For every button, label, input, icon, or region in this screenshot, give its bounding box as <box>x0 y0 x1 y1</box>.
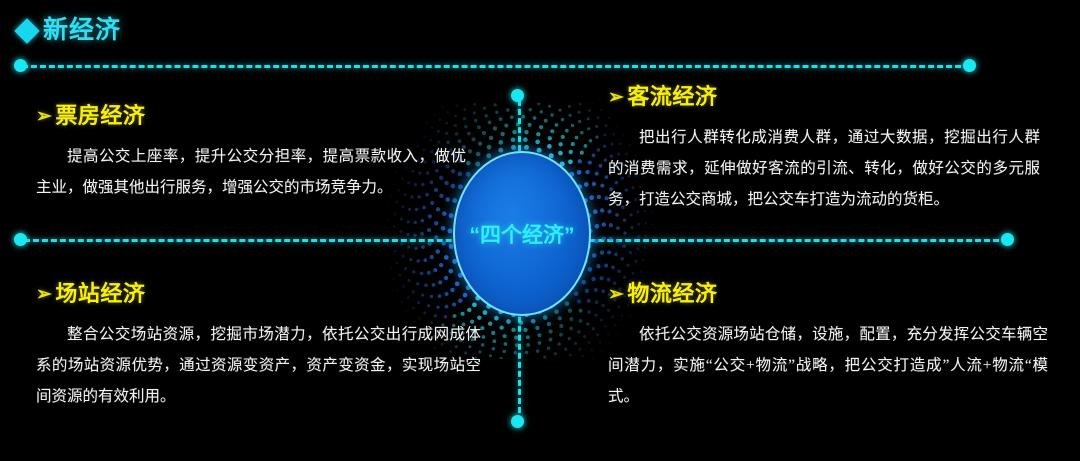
divider-node-top-left <box>14 59 27 72</box>
block-changzhan-title: ➢ 场站经济 <box>36 283 481 305</box>
block-wuliu-title-text: 物流经济 <box>627 281 718 306</box>
divider-node-bottom-center <box>511 415 524 428</box>
page-header: 新经济 <box>14 16 122 44</box>
block-wuliu: ➢ 物流经济 依托公交资源场站仓储，设施，配置，充分发挥公交车辆空间潜力，实施“… <box>608 283 1048 412</box>
center-graphic: “四个经济” <box>382 103 658 359</box>
divider-node-mid-left <box>14 233 27 246</box>
block-keliu-title: ➢ 客流经济 <box>608 86 1040 108</box>
block-piaofang-body: 提高公交上座率，提升公交分担率，提高票款收入，做优主业，做强其他出行服务，增强公… <box>36 148 466 196</box>
diamond-icon <box>14 17 40 44</box>
block-keliu: ➢ 客流经济 把出行人群转化成消费人群，通过大数据，挖掘出行人群的消费需求，延伸… <box>608 86 1040 215</box>
block-wuliu-title: ➢ 物流经济 <box>608 283 1048 305</box>
center-ellipse: “四个经济” <box>453 151 591 316</box>
arrow-bullet-icon: ➢ <box>608 284 625 305</box>
block-keliu-body: 把出行人群转化成消费人群，通过大数据，挖掘出行人群的消费需求，延伸做好客流的引流… <box>608 129 1040 208</box>
page-title: 新经济 <box>43 16 122 44</box>
divider-node-top-center <box>511 89 524 102</box>
halftone-halo-icon <box>385 103 655 359</box>
block-wuliu-body: 依托公交资源场站仓储，设施，配置，充分发挥公交车辆空间潜力，实施“公交+物流”战… <box>608 326 1048 405</box>
block-piaofang-title-text: 票房经济 <box>55 103 146 128</box>
block-changzhan-body: 整合公交场站资源，挖掘市场潜力，依托公交出行成网成体系的场站资源优势，通过资源变… <box>36 326 481 405</box>
arrow-bullet-icon: ➢ <box>36 284 53 305</box>
divider-node-mid-right <box>1001 233 1014 246</box>
arrow-bullet-icon: ➢ <box>608 87 625 108</box>
block-changzhan-title-text: 场站经济 <box>55 281 146 306</box>
block-piaofang: ➢ 票房经济 提高公交上座率，提升公交分担率，提高票款收入，做优主业，做强其他出… <box>36 105 466 203</box>
block-changzhan: ➢ 场站经济 整合公交场站资源，挖掘市场潜力，依托公交出行成网成体系的场站资源优… <box>36 283 481 412</box>
block-piaofang-title: ➢ 票房经济 <box>36 105 466 127</box>
block-keliu-title-text: 客流经济 <box>627 84 718 109</box>
divider-line-top <box>22 65 970 68</box>
center-ellipse-label: “四个经济” <box>469 223 575 247</box>
arrow-bullet-icon: ➢ <box>36 106 53 127</box>
divider-node-top-right <box>963 59 976 72</box>
